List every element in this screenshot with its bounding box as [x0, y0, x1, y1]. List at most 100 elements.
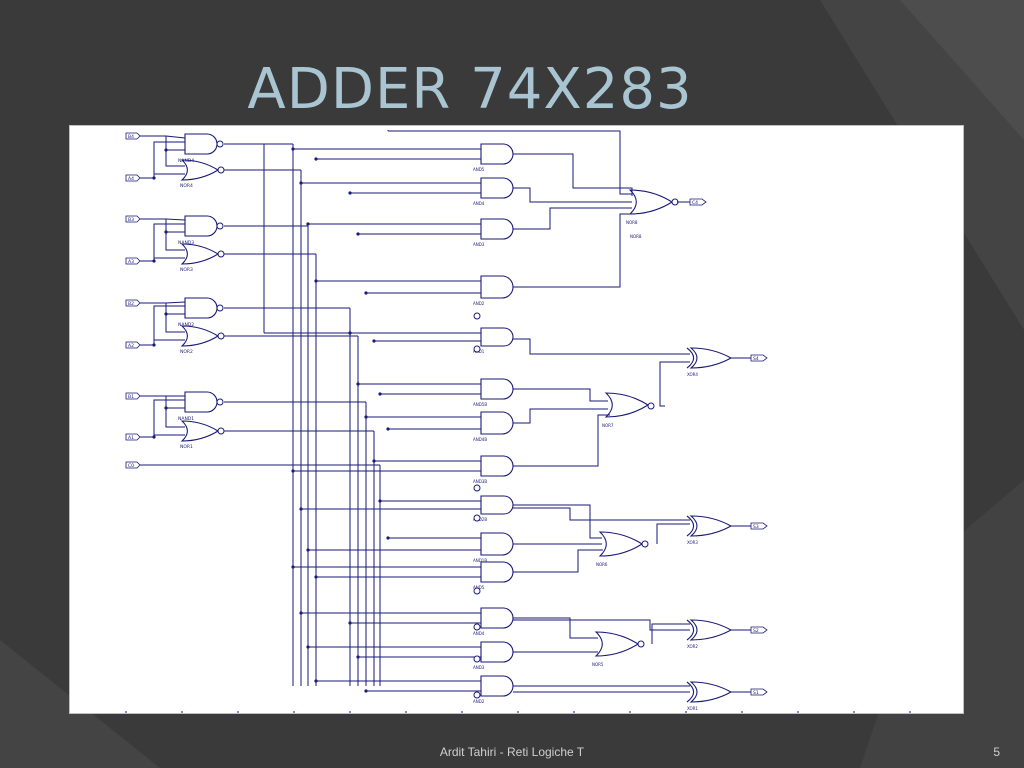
junction-dot — [152, 176, 156, 180]
nor-input-gate-1 — [180, 420, 220, 442]
and-gate-7 — [480, 411, 514, 435]
junction-dot — [348, 191, 352, 195]
and-label-10: AND1B — [473, 558, 487, 563]
input-pin-b3 — [125, 215, 141, 223]
and-gate-5 — [480, 327, 514, 347]
and-gate-1 — [480, 143, 514, 165]
input-pin-a1 — [125, 433, 141, 441]
inversion-bubble — [641, 540, 649, 548]
junction-dot — [372, 339, 376, 343]
input-label-c0: C0 — [128, 463, 134, 469]
and-gate-8 — [480, 455, 514, 477]
inversion-bubble — [473, 623, 481, 631]
and-gate-12 — [480, 607, 514, 629]
wire — [513, 507, 690, 521]
xor-gate-3 — [689, 619, 733, 641]
and-label-7: AND4B — [473, 437, 487, 442]
inversion-bubble — [473, 484, 481, 492]
output-label-s4: S4 — [753, 356, 759, 362]
nor-input-gate-2 — [180, 325, 220, 347]
inversion-bubble — [647, 402, 655, 410]
and-label-14: AND2 — [473, 699, 485, 704]
junction-dot — [164, 230, 168, 234]
junction-dot — [378, 499, 382, 503]
output-label-s3: S3 — [753, 524, 759, 530]
input-pin-a2 — [125, 341, 141, 349]
junction-dot — [152, 343, 156, 347]
slide-title: ADDER 74X283 — [247, 57, 693, 122]
nand-label-1: NAND1 — [178, 416, 194, 422]
junction-dot — [291, 469, 295, 473]
nor-c4-label: NOR8 — [630, 234, 642, 239]
nor-output-label-3: NOR6 — [596, 562, 608, 567]
junction-dot — [291, 565, 295, 569]
xor-gate-2-back — [686, 515, 695, 537]
junction-dot — [306, 222, 310, 226]
inversion-bubble — [473, 655, 481, 663]
and-label-1: AND5 — [473, 167, 485, 172]
and-gate-9 — [480, 495, 514, 515]
wire — [513, 414, 610, 467]
nand-label-3: NAND3 — [178, 240, 194, 246]
junction-dot — [314, 157, 318, 161]
inversion-bubble — [217, 332, 225, 340]
and-label-6: AND5B — [473, 402, 487, 407]
nor-output-gate-1 — [628, 189, 674, 215]
xor-label-1: XOR4 — [687, 372, 698, 377]
wire — [651, 623, 690, 644]
junction-dot — [164, 312, 168, 316]
wire — [140, 399, 185, 438]
wire — [513, 619, 690, 631]
wire — [165, 232, 185, 251]
inversion-bubble — [637, 640, 645, 648]
junction-dot — [314, 279, 318, 283]
wire — [140, 218, 185, 233]
output-pin-s1 — [750, 688, 768, 696]
nor-output-gate-3 — [598, 531, 644, 557]
junction-dot — [378, 392, 382, 396]
xor-gate-4-back — [686, 681, 695, 703]
nor-input-gate-3 — [180, 243, 220, 265]
input-pin-c0 — [125, 461, 141, 469]
xor-gate-1 — [689, 347, 733, 369]
and-label-13: AND3 — [473, 665, 485, 670]
inversion-bubble — [473, 691, 481, 699]
inversion-bubble — [216, 304, 224, 312]
inversion-bubble — [473, 345, 481, 353]
wire — [140, 395, 185, 409]
xor-gate-1-back — [686, 347, 695, 369]
nand-label-4: NAND4 — [178, 158, 194, 164]
nor-input-label-3: NOR3 — [180, 267, 193, 273]
slide-footer: Ardit Tahiri - Reti Logiche T — [439, 745, 585, 759]
nand-gate-2 — [184, 297, 218, 319]
output-pin-s2 — [750, 626, 768, 634]
wire — [513, 388, 608, 402]
wire — [165, 135, 186, 139]
inversion-bubble — [473, 587, 481, 595]
wire — [513, 153, 633, 196]
nand-gate-4 — [184, 133, 218, 155]
junction-dot — [356, 655, 360, 659]
inversion-bubble — [473, 312, 481, 320]
input-pin-a4 — [125, 174, 141, 182]
junction-dot — [364, 291, 368, 295]
output-label-c4: C4 — [692, 200, 698, 206]
and-gate-14 — [480, 675, 514, 697]
wire — [656, 523, 690, 544]
junction-dot — [372, 459, 376, 463]
wire — [140, 135, 185, 151]
and-gate-4 — [480, 275, 514, 299]
wire — [388, 130, 632, 195]
and-label-2: AND4 — [473, 201, 485, 206]
inversion-bubble — [217, 250, 225, 258]
wire — [153, 339, 185, 345]
junction-dot — [356, 232, 360, 236]
input-label-b2: B2 — [128, 301, 134, 307]
junction-dot — [386, 536, 390, 540]
junction-dot — [164, 148, 168, 152]
wire — [513, 207, 632, 230]
wire — [165, 301, 186, 304]
nor-input-label-1: NOR1 — [180, 444, 193, 450]
junction-dot — [348, 331, 352, 335]
